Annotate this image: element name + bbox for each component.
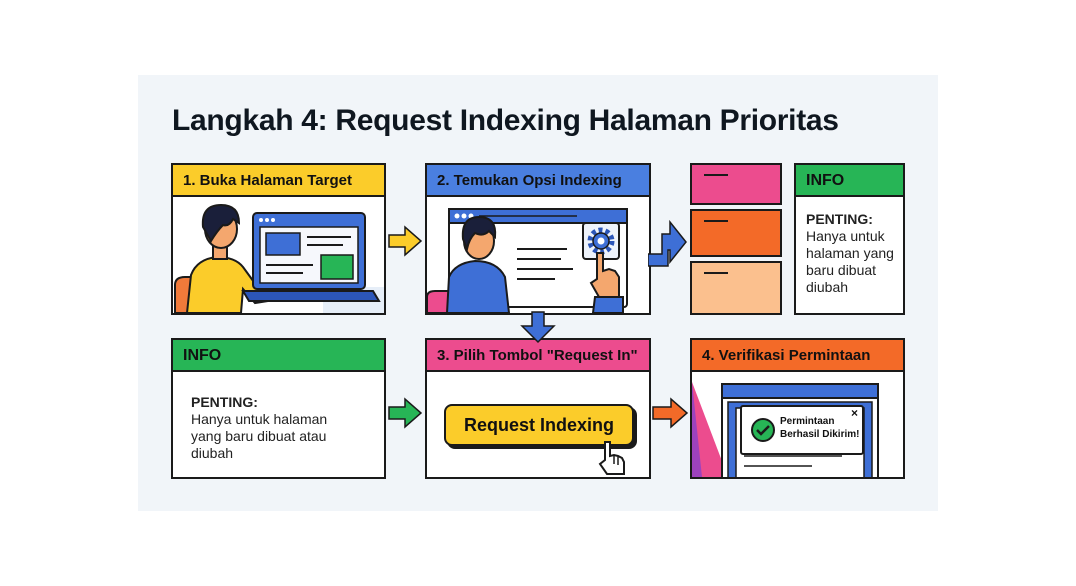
strip-peach xyxy=(690,261,782,315)
close-icon[interactable]: × xyxy=(850,406,858,420)
step2-title: 2. Temukan Opsi Indexing xyxy=(427,165,649,197)
pointer-hand-icon xyxy=(598,441,625,475)
info-top-label: PENTING: xyxy=(806,211,873,227)
strip-orange xyxy=(690,209,782,257)
success-toast: Permintaan Berhasil Dikirim! × xyxy=(740,405,864,455)
person-at-browser-icon xyxy=(427,208,628,313)
person-at-laptop-icon xyxy=(174,203,384,313)
info-top-line3: baru dibuat xyxy=(806,262,877,278)
arrow-icon xyxy=(652,397,689,429)
info-top-line2: halaman yang xyxy=(806,245,894,261)
info-bottom-label: PENTING: xyxy=(191,394,258,410)
toast-line1: Permintaan xyxy=(780,416,835,427)
pointer-hand-icon xyxy=(589,252,620,298)
strip-pink xyxy=(690,163,782,205)
step4-title: 4. Verifikasi Permintaan xyxy=(692,340,903,372)
info-top-line4: diubah xyxy=(806,279,849,295)
info-card-top: INFO PENTING: Hanya untuk halaman yang b… xyxy=(794,163,905,315)
info-top-line1: Hanya untuk xyxy=(806,228,885,244)
page-title: Langkah 4: Request Indexing Halaman Prio… xyxy=(172,104,839,137)
step3-title: 3. Pilih Tombol "Request In" xyxy=(427,340,649,372)
info-bottom-header: INFO xyxy=(173,340,384,372)
arrow-icon xyxy=(388,397,423,429)
arrow-icon xyxy=(388,225,423,257)
step1-title: 1. Buka Halaman Target xyxy=(173,165,384,197)
step1-card: 1. Buka Halaman Target xyxy=(171,163,386,315)
arrow-icon xyxy=(520,311,556,344)
info-card-bottom: INFO PENTING: Hanya untuk halaman yang b… xyxy=(171,338,386,479)
info-bottom-line2: yang baru dibuat atau xyxy=(191,428,327,444)
step2-card: 2. Temukan Opsi Indexing xyxy=(425,163,651,315)
info-top-header: INFO xyxy=(796,165,903,197)
arrow-icon xyxy=(648,219,687,267)
request-indexing-button[interactable]: Request Indexing xyxy=(444,404,634,446)
check-circle-icon xyxy=(751,418,775,442)
toast-line2: Berhasil Dikirim! xyxy=(780,429,860,440)
info-bottom-line3: diubah xyxy=(191,445,234,461)
info-bottom-line1: Hanya untuk halaman xyxy=(191,411,328,427)
